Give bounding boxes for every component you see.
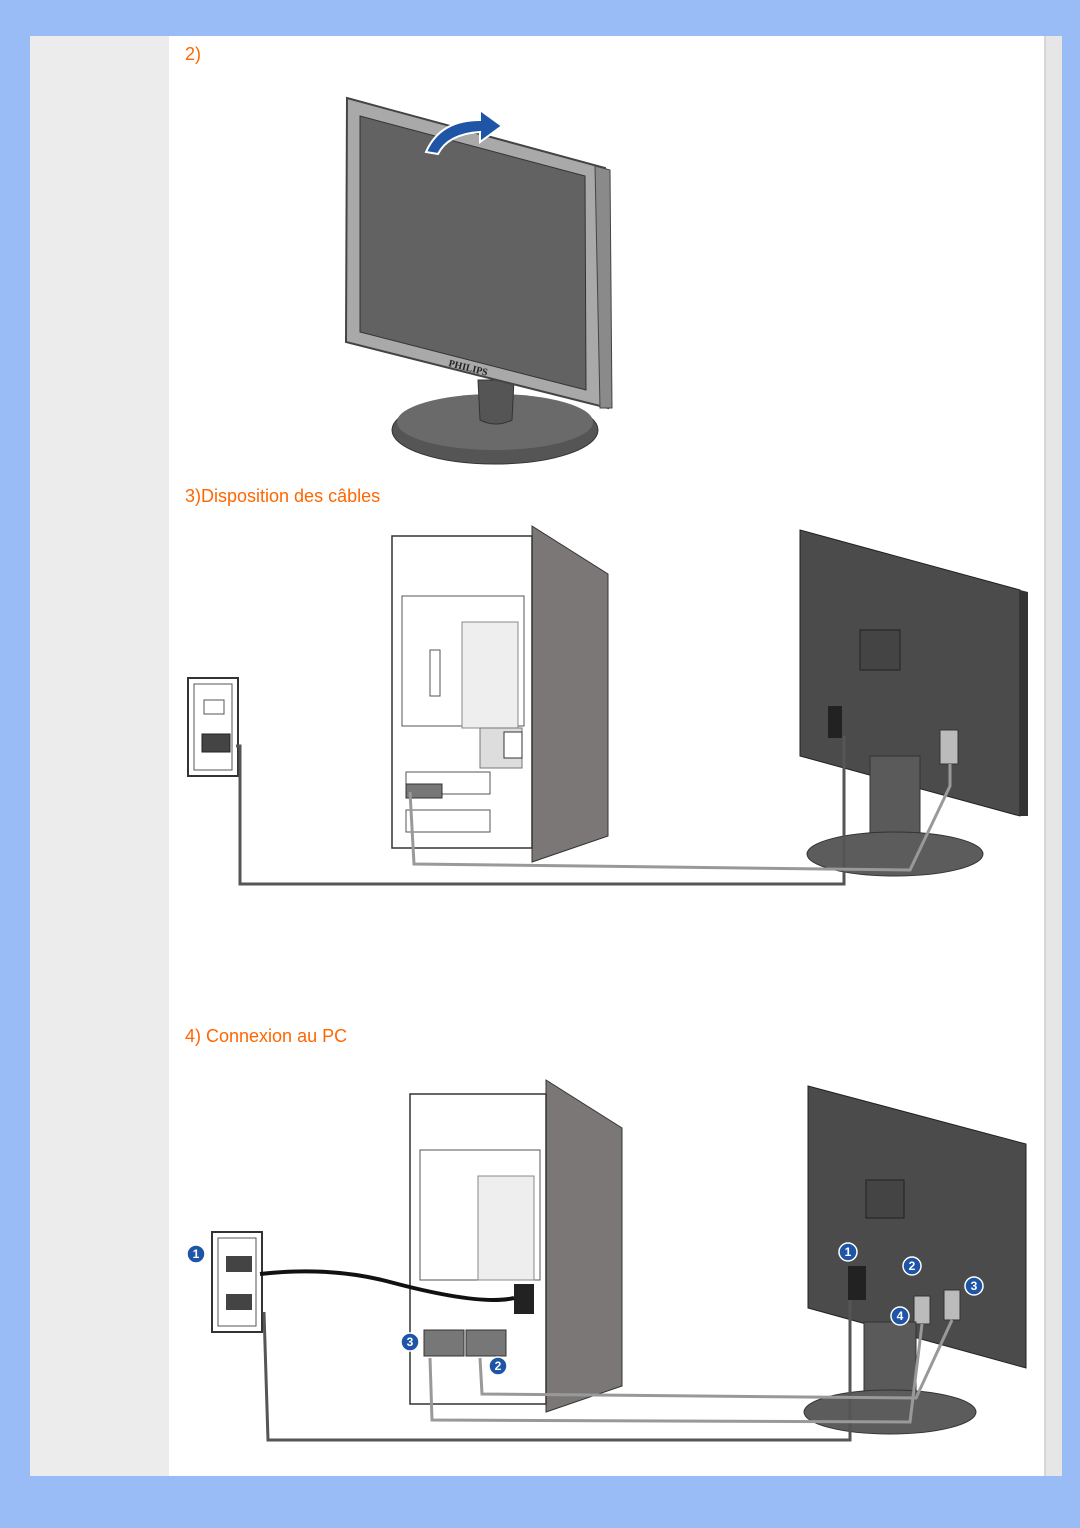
vga-cable [408,764,952,872]
marker-2-monitor: 2 [902,1256,922,1276]
dvi-cable [478,1319,954,1400]
marker-2-pc: 2 [488,1356,508,1376]
step-3-heading: 3)Disposition des câbles [185,486,381,506]
pc-tower [391,525,609,863]
step-4-heading: 4) Connexion au PC [185,1026,348,1046]
marker-3-monitor: 3 [964,1276,984,1296]
marker-1-left: 1 [186,1244,206,1264]
wall-outlet [211,1231,263,1333]
svg-text:4: 4 [897,1309,904,1323]
marker-1-monitor: 1 [838,1242,858,1262]
vga-cable [428,1323,924,1424]
monitor-front-illustration: PHILIPS [344,96,613,465]
marker-3-pc: 3 [400,1332,420,1352]
svg-text:3: 3 [407,1335,414,1349]
left-margin-column [30,36,169,1476]
svg-text:1: 1 [845,1245,852,1259]
pc-tower [409,1079,623,1413]
monitor-back [803,1085,1027,1435]
svg-text:3: 3 [971,1279,978,1293]
svg-text:2: 2 [909,1259,916,1273]
scrollbar-rail[interactable] [1044,36,1062,1476]
pc-connection-illustration: 1 3 2 1 2 3 4 [186,1079,1027,1442]
wall-outlet [187,677,239,777]
marker-4-monitor: 4 [890,1306,910,1326]
monitor-back [799,529,1028,877]
svg-text:1: 1 [193,1247,200,1261]
step-2-heading: 2) [185,44,202,64]
power-cable-pc [259,1269,515,1302]
tilt-arrow-icon [424,108,504,156]
power-cable-monitor [262,1300,852,1442]
svg-text:2: 2 [495,1359,502,1373]
power-cable [236,736,846,886]
cable-layout-illustration [187,525,1028,886]
